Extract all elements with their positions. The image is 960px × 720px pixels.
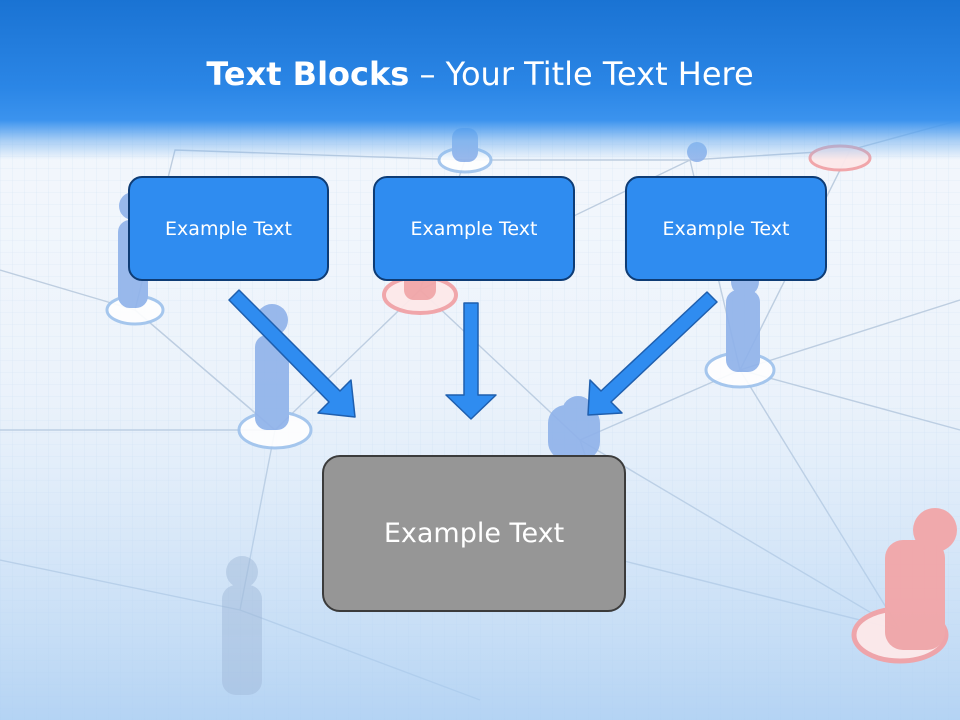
text-block-1[interactable]: Example Text xyxy=(128,176,329,281)
arrow-down-left-icon xyxy=(587,291,718,416)
text-block-2[interactable]: Example Text xyxy=(373,176,575,281)
result-block[interactable]: Example Text xyxy=(322,455,626,612)
title-bar xyxy=(0,0,960,160)
text-block-3[interactable]: Example Text xyxy=(625,176,827,281)
title-rest: – Your Title Text Here xyxy=(409,55,754,93)
slide-title: Text Blocks – Your Title Text Here xyxy=(0,55,960,93)
arrow-down-icon xyxy=(445,302,497,420)
title-bold: Text Blocks xyxy=(206,55,410,93)
arrow-down-right-icon xyxy=(228,289,356,418)
